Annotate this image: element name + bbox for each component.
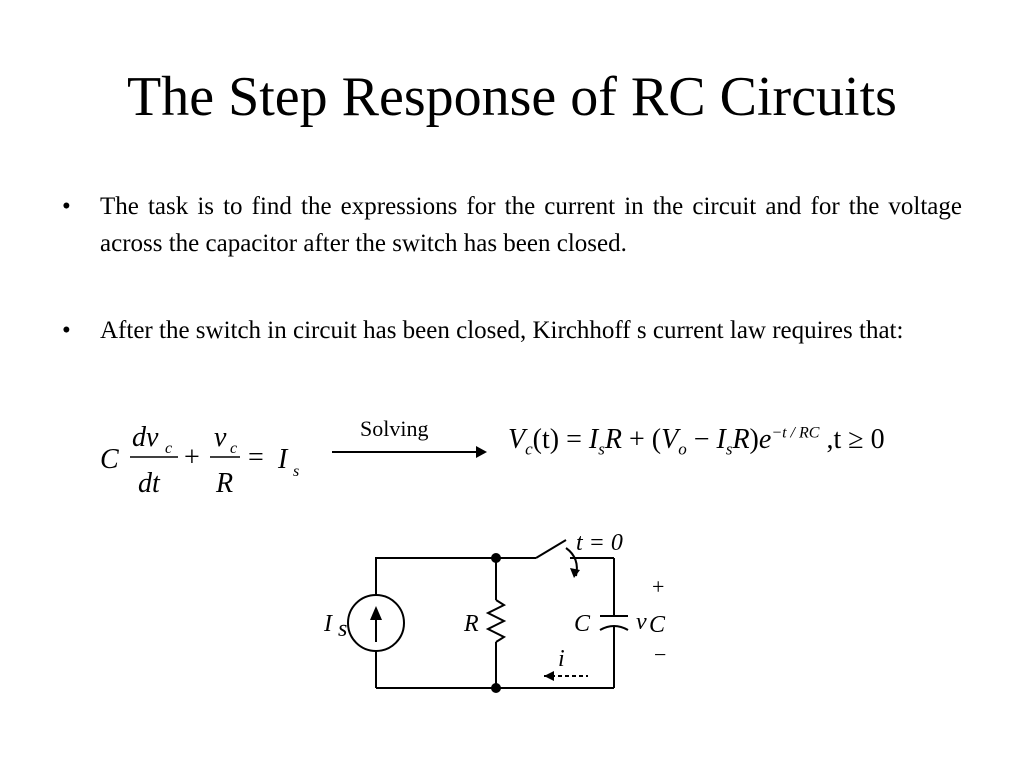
bullet-item: • After the switch in circuit has been c… (60, 312, 962, 349)
sol-I2: I (716, 424, 726, 455)
current-arrowhead-icon (544, 671, 554, 681)
bullet-text: After the switch in circuit has been clo… (100, 317, 904, 344)
junction-dot-icon (491, 553, 501, 563)
eq-rhs-I-sub: s (293, 463, 299, 480)
sol-exponent: −t / RC (771, 424, 820, 442)
kcl-equation: C dv c dt + v c R = I s (100, 422, 299, 499)
resistor-icon (485, 599, 507, 643)
sol-I1-sub: s (598, 439, 605, 459)
source-label-sub: s (338, 616, 347, 642)
equation-row: C dv c dt + v c R = I s Solving Vc(t) = … (0, 400, 1024, 510)
sol-V0: V (661, 424, 679, 455)
solution-equation: Vc(t) = IsR + (Vo − IsR)e−t / RC ,t ≥ 0 (508, 424, 885, 460)
eq-den-dt: dt (138, 468, 161, 499)
eq-plus: + (184, 442, 200, 473)
eq-num-v-sub: c (230, 440, 237, 457)
switch-time-label: t = 0 (576, 530, 623, 556)
sol-equals: = (559, 424, 589, 455)
sol-t-arg: (t) (532, 424, 560, 455)
switch-blade-icon (535, 539, 567, 559)
bullet-list: • The task is to find the expressions fo… (60, 188, 962, 399)
bullet-marker: • (62, 317, 71, 344)
sol-R2: R (732, 424, 750, 455)
sol-I1: I (588, 424, 599, 455)
sol-close: ) (749, 424, 759, 455)
sol-V-sub: c (525, 439, 533, 459)
capacitor-label: C (574, 611, 591, 637)
sol-e: e (758, 424, 772, 455)
eq-num-dv-sub: c (165, 440, 172, 457)
solving-label: Solving (360, 416, 429, 441)
eq-num-dv: dv (132, 422, 159, 453)
eq-equals: = (248, 442, 264, 473)
bullet-item: • The task is to find the expressions fo… (60, 188, 962, 262)
sol-plus-open: + ( (621, 424, 662, 455)
eq-capacitance: C (100, 444, 119, 475)
voltage-plus: + (652, 574, 664, 599)
voltage-label-sub: C (649, 612, 666, 638)
solving-arrow-icon (332, 446, 487, 458)
eq-den-R: R (215, 468, 233, 499)
voltage-minus: − (654, 642, 666, 667)
bullet-marker: • (62, 193, 71, 220)
source-arrow-icon (370, 606, 382, 620)
bullet-text: The task is to find the expressions for … (100, 193, 962, 257)
sol-condition: ,t ≥ 0 (819, 424, 885, 455)
slide-title: The Step Response of RC Circuits (127, 66, 897, 128)
sol-V0-sub: o (678, 439, 687, 459)
sol-minus: − (686, 424, 717, 455)
sol-R1: R (604, 424, 622, 455)
switch-arrowhead-icon (570, 568, 580, 578)
eq-rhs-I: I (277, 444, 289, 475)
sol-V: V (508, 424, 526, 455)
sol-I2-sub: s (725, 439, 733, 459)
eq-num-v: v (214, 422, 227, 453)
resistor-label: R (463, 611, 479, 637)
source-label: I (323, 611, 333, 637)
wire-top-left (375, 557, 496, 595)
junction-dot-icon (491, 683, 501, 693)
current-label: i (558, 646, 565, 672)
rc-circuit-diagram: I s R C v C t = 0 i + − (323, 530, 666, 693)
voltage-label: v (636, 609, 647, 635)
